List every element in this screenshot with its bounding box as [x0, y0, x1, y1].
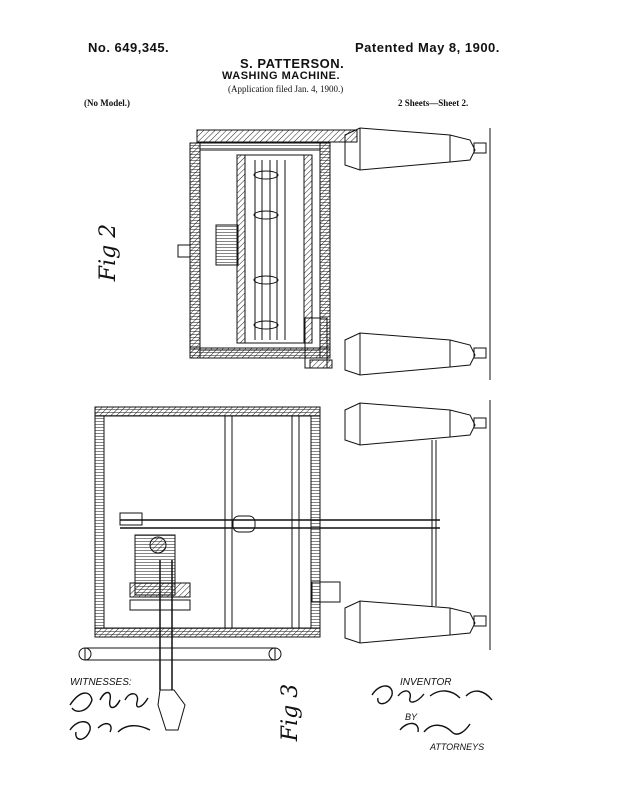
patent-date: Patented May 8, 1900.	[355, 40, 500, 55]
model-note: (No Model.)	[84, 98, 130, 108]
attorneys-label: ATTORNEYS	[430, 742, 485, 752]
witness-signature-2	[69, 721, 151, 740]
figure-3-drawing	[78, 400, 491, 731]
inventor-name: S. PATTERSON.	[240, 56, 345, 71]
by-label: BY	[405, 712, 418, 722]
inventor-label: INVENTOR	[400, 677, 452, 688]
invention-title: WASHING MACHINE.	[222, 70, 340, 82]
patent-number: No. 649,345.	[88, 40, 170, 55]
attorney-signature	[399, 722, 471, 735]
sheets-note: 2 Sheets—Sheet 2.	[398, 98, 469, 108]
figure-2-drawing	[177, 127, 491, 380]
inventor-signature	[371, 685, 493, 705]
witness-signature-1	[69, 691, 149, 712]
application-note: (Application filed Jan. 4, 1900.)	[228, 84, 344, 94]
witnesses-label: WITNESSES:	[70, 677, 132, 688]
